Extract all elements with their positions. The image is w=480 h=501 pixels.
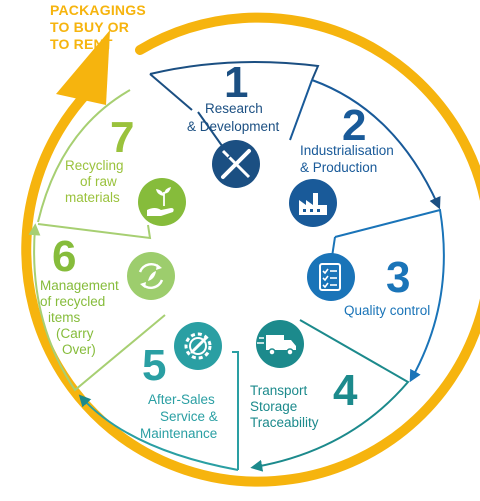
segment-4-outline [250,319,410,472]
delivery-truck-icon [256,320,304,368]
step-1-number: 1 [224,58,248,107]
step-4-label-line-2: Storage [250,399,297,414]
step-6: 6 Management of recycled items (Carry Ov… [40,232,175,357]
segment-6-outline [28,223,166,392]
step-7: 7 Recycling of raw materials [65,113,186,226]
outer-arrowhead [56,30,110,105]
step-7-label-line-2: of raw [80,174,117,189]
step-3-number: 3 [386,253,410,302]
step-6-label-line-3: items [48,310,81,325]
step-4-label-line-3: Traceability [250,415,319,430]
step-1-label-line-2: & Development [187,119,280,134]
segment-outlines [28,60,445,472]
step-5-label-line-2: Service & [160,409,218,424]
step-2-label-line-1: Industrialisation [300,143,394,158]
packaging-caption: PACKAGINGS TO BUY OR TO RENT [50,2,146,52]
segment-2-outline [311,79,441,210]
step-3: 3 Quality control [307,253,430,318]
step-6-label-line-4: (Carry [56,326,94,341]
step-1: 1 Research & Development [187,58,280,188]
step-3-label-line-1: Quality control [344,303,430,318]
caption-line-3: TO RENT [50,36,113,52]
recycle-icon [127,252,175,300]
hand-plant-icon [138,178,186,226]
step-7-number: 7 [110,113,134,162]
step-6-label-line-1: Management [40,278,119,293]
pencil-ruler-icon [212,140,260,188]
segment-3-outline [334,208,445,383]
outer-cycle-arrow [21,12,480,487]
step-5: 5 After-Sales Service & Maintenance [140,322,222,441]
segment-5-outline [232,351,239,470]
step-5-label-line-1: After-Sales [148,392,215,407]
step-7-label-line-1: Recycling [65,158,124,173]
step-5-number: 5 [142,341,166,390]
step-4-label-line-1: Transport [250,383,308,398]
segment-1-outline [149,60,320,81]
step-4-number: 4 [333,366,358,415]
step-2: 2 Industrialisation & Production [289,101,394,227]
step-4: 4 Transport Storage Traceability [250,320,358,430]
step-6-label-line-5: Over) [62,342,96,357]
step-1-label-line-1: Research [205,101,263,116]
step-5-label-line-3: Maintenance [140,426,217,441]
step-7-label-line-3: materials [65,190,120,205]
caption-line-2: TO BUY OR [50,19,129,35]
step-2-label-line-2: & Production [300,160,377,175]
caption-line-1: PACKAGINGS [50,2,146,18]
step-2-number: 2 [342,101,366,150]
factory-icon [289,179,337,227]
segment-7-outline [37,223,152,240]
step-6-number: 6 [52,232,76,281]
gear-wrench-icon [174,322,222,370]
step-6-label-line-2: of recycled [40,294,105,309]
checklist-icon [307,253,355,301]
